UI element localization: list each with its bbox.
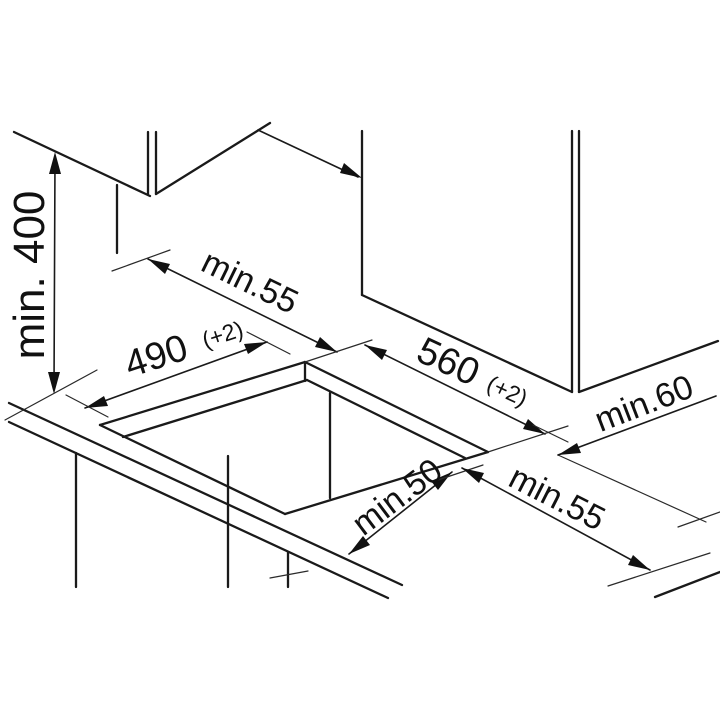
dim-label-min-400: min. 400 [5,191,54,360]
wall-cabinet-left [12,121,272,255]
dim-label-min-60: min.60 [590,368,699,440]
pointer-line [257,129,359,178]
dim-front-clearance-min-50: min.50 [345,451,484,555]
dim-label-min-50: min.50 [345,451,449,543]
tall-cabinet-right [360,129,720,394]
arrowhead [523,419,545,434]
dim-line [557,395,717,456]
arrowhead [558,443,581,455]
worktop-back-reference-line [557,454,707,523]
dim-value-560: 560 [410,330,485,395]
worktop-front-edge-right [653,570,720,599]
arrowhead [49,152,61,174]
cutout-inner-right-edge [305,378,467,460]
worktop-front-bottom-edge [7,420,390,600]
wall-top-edge [12,130,152,198]
dim-height-min-400: min. 400 [4,152,98,421]
dim-line [53,157,56,391]
dim-line [147,258,338,353]
dim-value-490: 490 [120,327,193,387]
dim-tolerance-490: (+2) [199,316,247,354]
tall-cabinet-bottom-front-edge [577,339,720,394]
dim-tolerance-560: (+2) [483,370,532,411]
extension-line [487,425,569,453]
cabinet-bottom-edge [154,121,272,196]
cutout-inner-back-edge [121,378,309,439]
cutout-front-right-edge [283,450,490,516]
worktop [7,401,720,600]
arrowhead [85,396,108,408]
arrowhead [628,555,650,570]
arrowhead [148,259,170,274]
worktop-cutout [98,360,490,516]
extension-line [304,339,373,363]
extension-line [65,394,109,418]
dim-rear-clearance-min-60: min.60 [557,368,717,456]
dim-right-clearance-min-55: min.55 [461,458,711,587]
dim-cutout-width-560: 560 (+2) [304,330,569,453]
extension-line [246,331,291,355]
extension-line [607,552,711,587]
worktop-front-top-edge [7,401,404,587]
dim-line [461,467,651,571]
arrowhead [315,337,337,352]
arrowhead [244,342,267,354]
extension-line [111,249,171,272]
extension-tick [532,424,569,443]
cutout-right-edge [303,360,490,454]
dim-cutout-depth-490: 490 (+2) [65,316,291,418]
base-cabinet [74,451,309,589]
arrowhead [48,372,60,394]
dim-label-min-55-bottom: min.55 [503,458,611,538]
cutout-back-edge [98,360,307,427]
arrowhead [365,345,387,360]
back-wall-pointer [257,129,362,178]
arrowhead [340,163,362,178]
extension-line [4,369,98,421]
arrowhead [349,536,370,554]
arrowhead [462,468,484,483]
cutout-front-left-edge [98,423,287,516]
dim-line [84,341,268,409]
worktop-back-tick [677,511,720,528]
extension-line [434,464,484,482]
tall-cabinet-bottom-left-edge [360,293,574,394]
base-cabinet-tick [269,570,309,579]
dim-line [364,344,546,435]
